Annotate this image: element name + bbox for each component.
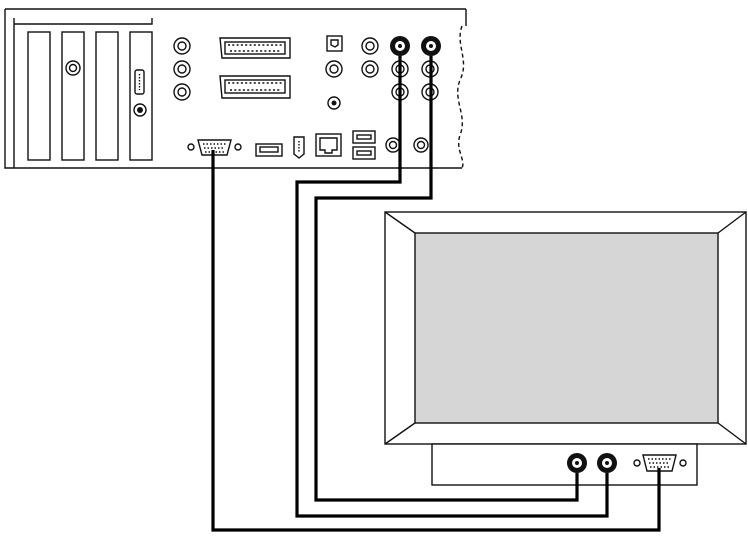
display-screen [414,232,719,424]
scart-connector-top [219,37,291,59]
expansion-slot-1 [27,31,51,161]
display [384,211,747,486]
panel-outline [4,9,462,169]
serial-port-icon [134,69,145,95]
panel-break-line [456,25,465,169]
vga-port [187,139,242,156]
audio-cable-left [295,56,609,518]
video-cable [211,150,661,532]
expansion-slot-4 [129,31,153,161]
scart-connector-bottom [219,75,291,99]
audio-cable-right [314,56,579,502]
audio-jacks-left [173,37,191,101]
expansion-slots [27,31,153,161]
expansion-slot-2 [61,31,85,161]
expansion-slot-3 [95,31,119,161]
rear-panel [4,8,467,169]
display-vga-port [633,454,687,472]
slot-bracket-top [14,18,153,25]
cables [211,56,661,532]
rca-jacks-right [390,36,441,101]
